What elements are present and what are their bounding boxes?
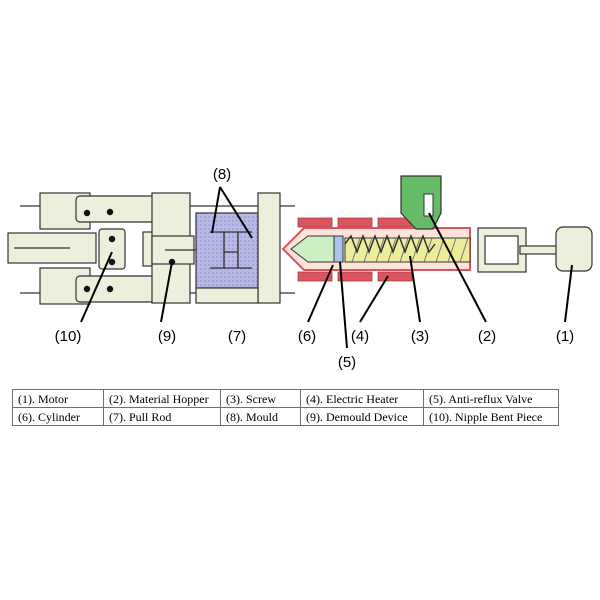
electric-heaters: [297, 217, 413, 282]
callout-screw: (3): [411, 328, 429, 345]
legend-cell-anti-reflux-valve: (5). Anti-reflux Valve: [423, 389, 559, 408]
legend-cell-cylinder: (6). Cylinder: [12, 407, 104, 426]
fixed-platen: [257, 192, 281, 304]
legend-cell-material-hopper: (2). Material Hopper: [103, 389, 221, 408]
legend-cell-nipple-bent-piece: (10). Nipple Bent Piece: [423, 407, 559, 426]
callout-electric-heater: (4): [351, 328, 369, 345]
callout-motor: (1): [556, 328, 574, 345]
callout-cylinder: (6): [298, 328, 316, 345]
legend-row: (6). Cylinder (7). Pull Rod (8). Mould (…: [12, 407, 559, 426]
legend-cell-motor: (1). Motor: [12, 389, 104, 408]
legend-row: (1). Motor (2). Material Hopper (3). Scr…: [12, 389, 559, 408]
pull-rod-block: [195, 287, 259, 304]
legend-table: (1). Motor (2). Material Hopper (3). Scr…: [12, 389, 559, 426]
legend-cell-mould: (8). Mould: [220, 407, 301, 426]
legend-cell-pull-rod: (7). Pull Rod: [103, 407, 221, 426]
legend-cell-electric-heater: (4). Electric Heater: [300, 389, 424, 408]
drive-coupling: [477, 227, 527, 273]
leader-lines: [80, 186, 573, 349]
legend-cell-demould-device: (9). Demould Device: [300, 407, 424, 426]
callout-nipple-bent-piece: (10): [55, 328, 82, 345]
moving-platen: [151, 192, 195, 304]
legend-cell-screw: (3). Screw: [220, 389, 301, 408]
callout-material-hopper: (2): [478, 328, 496, 345]
mould-core: [210, 231, 252, 269]
callout-pull-rod: (7): [228, 328, 246, 345]
anti-reflux-valve: [333, 235, 344, 263]
screw-body: [344, 237, 471, 263]
mould: [195, 212, 259, 289]
screw-spring: [344, 234, 436, 254]
hopper-window: [423, 193, 434, 217]
callout-demould-device: (9): [158, 328, 176, 345]
motor: [555, 226, 593, 272]
drive-shaft: [519, 245, 559, 255]
callout-anti-reflux-valve: (5): [338, 354, 356, 371]
callout-mould: (8): [213, 166, 231, 183]
